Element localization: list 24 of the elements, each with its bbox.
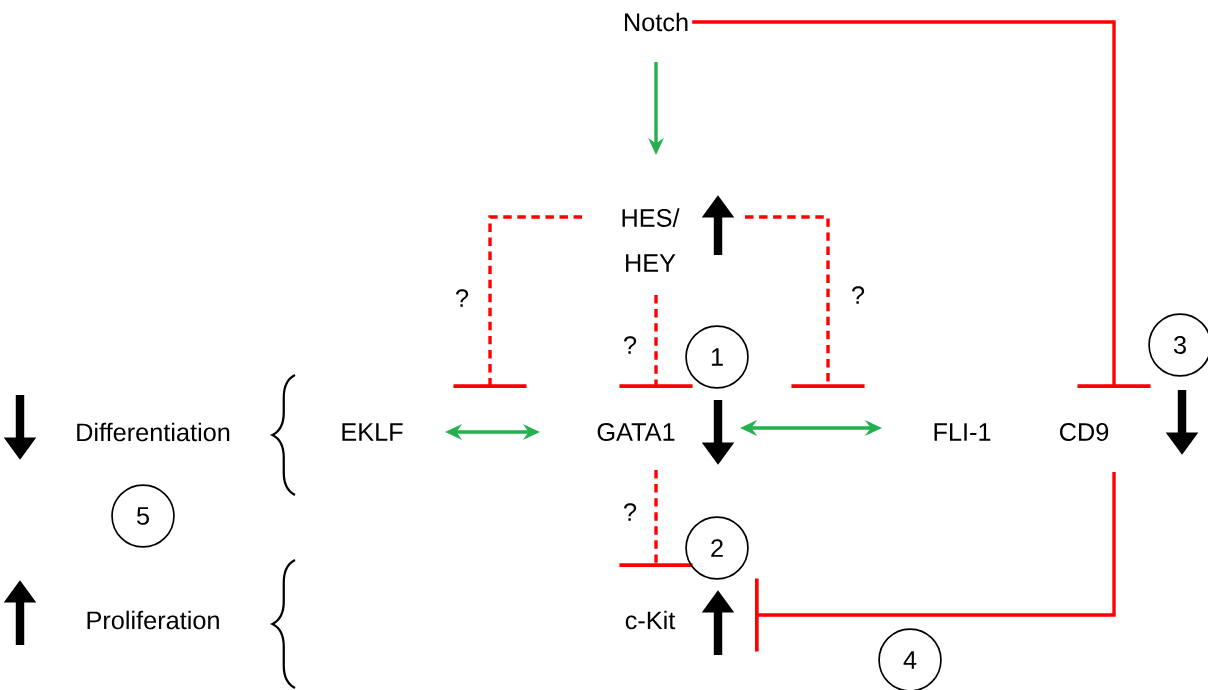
callout-number: 3 bbox=[1148, 313, 1208, 377]
inhibition-line bbox=[692, 20, 1151, 388]
inhibition-line bbox=[453, 215, 582, 388]
gene-label: EKLF bbox=[342, 423, 403, 441]
inhibition-line bbox=[745, 215, 865, 388]
callout-number: 1 bbox=[685, 325, 749, 389]
callout-number: 5 bbox=[111, 484, 175, 548]
gene-label: c-Kit bbox=[625, 610, 676, 630]
inhibition-line bbox=[619, 470, 693, 567]
edge-label: ? bbox=[621, 334, 639, 356]
inhibition-line bbox=[619, 295, 693, 388]
gene-label: FLI-1 bbox=[934, 423, 991, 441]
edge-label: ? bbox=[621, 501, 639, 523]
gene-label: CD9 bbox=[1060, 423, 1109, 441]
gene-label: HES/ HEY bbox=[622, 208, 680, 272]
inhibition-line bbox=[755, 472, 1116, 652]
callout-number: 4 bbox=[878, 628, 942, 690]
edge-label: ? bbox=[849, 284, 867, 306]
process-label: Differentiation bbox=[77, 422, 230, 442]
edge-label: ? bbox=[453, 287, 471, 309]
gene-label: GATA1 bbox=[597, 423, 675, 441]
callout-number: 2 bbox=[685, 516, 749, 580]
process-label: Proliferation bbox=[87, 610, 219, 630]
gene-label: Notch bbox=[625, 12, 688, 32]
